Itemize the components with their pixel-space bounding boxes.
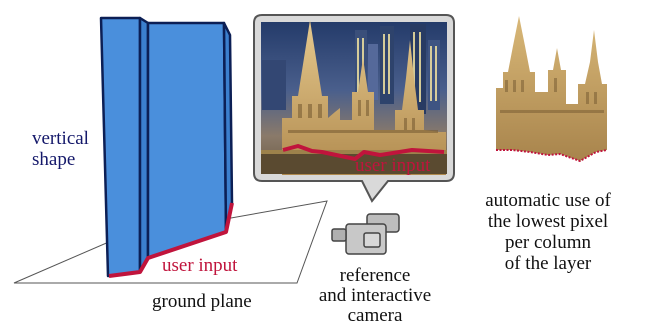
automatic-caption-line-2: the lowest pixel (487, 211, 609, 232)
ground-plane-label: ground plane (152, 291, 252, 312)
cathedral-night-photo (261, 20, 447, 175)
camera-caption-line-1: reference (339, 265, 411, 286)
vertical-shape-line-2: shape (32, 149, 76, 170)
video-camera-icon (331, 213, 400, 255)
panel-edge (222, 21, 234, 234)
camera-caption-line-2: and interactive (318, 285, 432, 306)
automatic-caption-line-4: of the layer (504, 253, 592, 274)
user-input-line-left (108, 202, 234, 278)
camera-caption-line-3: camera (347, 305, 403, 326)
ground-plane (13, 200, 328, 284)
user-input-label-photo: user input (355, 155, 431, 176)
vertical-shape-label: vertical shape (32, 128, 89, 170)
camera-callout (253, 14, 455, 203)
automatic-caption-line-1: automatic use of (485, 190, 611, 211)
cathedral-cutout-layer (496, 16, 608, 162)
vertical-shape-line-1: vertical (32, 128, 89, 149)
cutout-bottom-edge (496, 149, 608, 162)
camera-caption: reference and interactive camera (300, 266, 450, 326)
user-input-line-photo (282, 144, 445, 161)
vertical-panel-shape (99, 16, 234, 278)
user-input-label-left: user input (162, 255, 238, 276)
panel-right (146, 21, 228, 260)
panel-left (99, 16, 142, 278)
automatic-use-caption: automatic use of the lowest pixel per co… (468, 190, 628, 274)
automatic-caption-line-3: per column (504, 232, 591, 253)
